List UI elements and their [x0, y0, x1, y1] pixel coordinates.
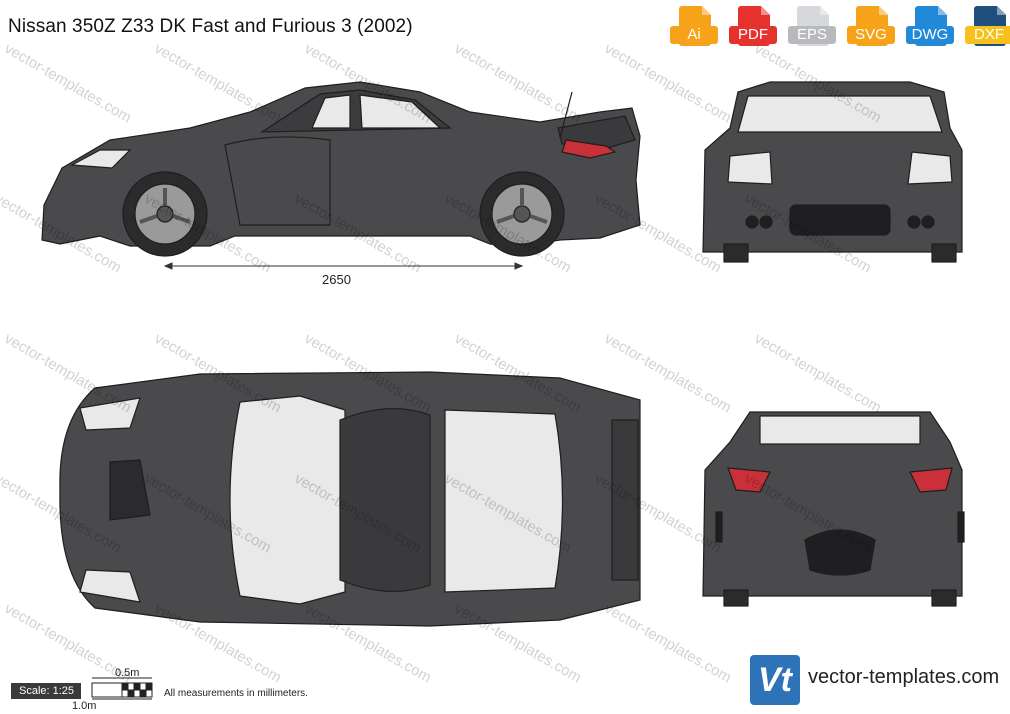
dxf-file-icon[interactable]: DXF — [963, 6, 1010, 48]
wheelbase-dimension: 2650 — [322, 272, 351, 287]
scale-bar — [91, 677, 153, 700]
format-label-dwg: DWG — [906, 26, 954, 44]
brand-logo-icon[interactable]: Vt — [750, 655, 800, 705]
format-label-eps: EPS — [788, 26, 836, 44]
dwg-file-icon[interactable]: DWG — [904, 6, 954, 48]
format-label-pdf: PDF — [729, 26, 777, 44]
ai-file-icon[interactable]: Ai — [668, 6, 718, 48]
page-title: Nissan 350Z Z33 DK Fast and Furious 3 (2… — [8, 16, 413, 37]
eps-file-icon[interactable]: EPS — [786, 6, 836, 48]
format-label-dxf: DXF — [965, 26, 1010, 44]
pdf-file-icon[interactable]: PDF — [727, 6, 777, 48]
format-label-svg: SVG — [847, 26, 895, 44]
scale-full-label: 1.0m — [72, 700, 97, 712]
front-view — [702, 81, 963, 263]
rear-view — [702, 411, 965, 607]
measurement-note: All measurements in millimeters. — [164, 688, 308, 699]
scale-label: Scale: 1:25 — [11, 683, 81, 699]
scale-half-label: 0.5m — [115, 667, 140, 679]
svg-file-icon[interactable]: SVG — [845, 6, 895, 48]
side-view — [41, 81, 641, 257]
top-view — [59, 371, 641, 627]
dimension-line — [163, 262, 524, 270]
format-label-ai: Ai — [670, 26, 718, 44]
brand-name[interactable]: vector-templates.com — [808, 666, 1000, 688]
format-downloads: Ai PDF EPS SVG DWG DXF — [668, 6, 1010, 48]
